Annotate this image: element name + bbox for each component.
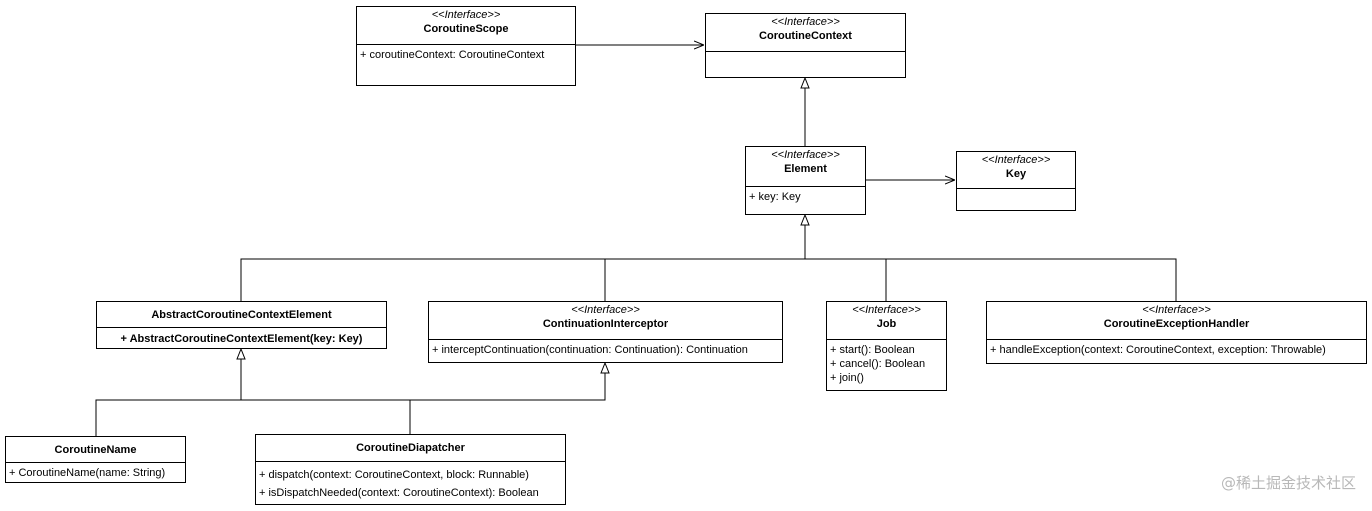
class-members: + coroutineContext: CoroutineContext xyxy=(357,45,575,62)
constructor-coroutine-name: + CoroutineName(name: String) xyxy=(9,467,166,479)
class-header: <<Interface>> CoroutineScope xyxy=(357,7,575,45)
class-coroutine-dispatcher[interactable]: CoroutineDiapatcher + dispatch(context: … xyxy=(255,434,566,505)
class-coroutine-context[interactable]: <<Interface>> CoroutineContext xyxy=(705,13,906,78)
method-cancel: + cancel(): Boolean xyxy=(830,358,926,370)
edge-subtypes-bus xyxy=(240,258,1177,301)
watermark: @稀土掘金技术社区 xyxy=(1220,474,1356,492)
class-header: AbstractCoroutineContextElement xyxy=(97,302,386,328)
class-name: Job xyxy=(876,318,897,330)
edge-dispatcher-implements-interceptor xyxy=(241,363,605,401)
class-name: CoroutineContext xyxy=(759,30,852,42)
stereotype-label: <<Interface>> xyxy=(771,16,840,28)
stereotype-label: <<Interface>> xyxy=(852,304,921,316)
class-members: + dispatch(context: CoroutineContext, bl… xyxy=(256,462,565,502)
class-header: <<Interface>> Element xyxy=(746,147,865,187)
attribute-coroutine-context: + coroutineContext: CoroutineContext xyxy=(360,49,545,61)
class-members: + start(): Boolean + cancel(): Boolean +… xyxy=(827,340,946,385)
class-members: + handleException(context: CoroutineCont… xyxy=(987,340,1366,357)
class-name: ContinuationInterceptor xyxy=(542,318,669,330)
class-name: AbstractCoroutineContextElement xyxy=(151,309,332,321)
class-continuation-interceptor[interactable]: <<Interface>> ContinuationInterceptor + … xyxy=(428,301,783,363)
class-element[interactable]: <<Interface>> Element + key: Key xyxy=(745,146,866,215)
class-job[interactable]: <<Interface>> Job + start(): Boolean + c… xyxy=(826,301,947,391)
class-name: Key xyxy=(1005,168,1027,180)
class-header: CoroutineName xyxy=(6,437,185,463)
method-join: + join() xyxy=(830,372,864,384)
class-name: CoroutineScope xyxy=(423,23,509,35)
class-header: <<Interface>> Key xyxy=(957,152,1075,189)
class-coroutine-name[interactable]: CoroutineName + CoroutineName(name: Stri… xyxy=(5,436,186,483)
class-name: CoroutineExceptionHandler xyxy=(1103,318,1250,330)
constructor-abstract-element: + AbstractCoroutineContextElement(key: K… xyxy=(120,333,363,345)
class-header: <<Interface>> CoroutineContext xyxy=(706,14,905,52)
stereotype-label: <<Interface>> xyxy=(981,154,1051,166)
class-header: <<Interface>> Job xyxy=(827,302,946,340)
stereotype-label: <<Interface>> xyxy=(431,9,501,21)
class-coroutine-exception-handler[interactable]: <<Interface>> CoroutineExceptionHandler … xyxy=(986,301,1367,364)
class-members: + AbstractCoroutineContextElement(key: K… xyxy=(97,328,386,346)
class-key[interactable]: <<Interface>> Key xyxy=(956,151,1076,211)
class-name: CoroutineName xyxy=(54,444,137,456)
class-coroutine-scope[interactable]: <<Interface>> CoroutineScope + coroutine… xyxy=(356,6,576,86)
class-name: CoroutineDiapatcher xyxy=(356,442,465,454)
stereotype-label: <<Interface>> xyxy=(771,149,840,161)
class-members: + CoroutineName(name: String) xyxy=(6,463,185,480)
method-handle-exception: + handleException(context: CoroutineCont… xyxy=(990,344,1326,356)
class-header: <<Interface>> CoroutineExceptionHandler xyxy=(987,302,1366,340)
class-header: CoroutineDiapatcher xyxy=(256,435,565,462)
method-intercept-continuation: + interceptContinuation(continuation: Co… xyxy=(432,344,748,356)
class-name: Element xyxy=(784,163,827,175)
class-abstract-coroutine-context-element[interactable]: AbstractCoroutineContextElement + Abstra… xyxy=(96,301,387,349)
edge-name-extends-abstract xyxy=(95,399,241,436)
class-members: + key: Key xyxy=(746,187,865,204)
stereotype-label: <<Interface>> xyxy=(571,304,640,316)
method-dispatch: + dispatch(context: CoroutineContext, bl… xyxy=(259,469,529,481)
class-header: <<Interface>> ContinuationInterceptor xyxy=(429,302,782,340)
attribute-key: + key: Key xyxy=(749,191,801,203)
method-start: + start(): Boolean xyxy=(830,344,915,356)
method-is-dispatch-needed: + isDispatchNeeded(context: CoroutineCon… xyxy=(259,487,539,499)
stereotype-label: <<Interface>> xyxy=(1142,304,1211,316)
class-members: + interceptContinuation(continuation: Co… xyxy=(429,340,782,357)
